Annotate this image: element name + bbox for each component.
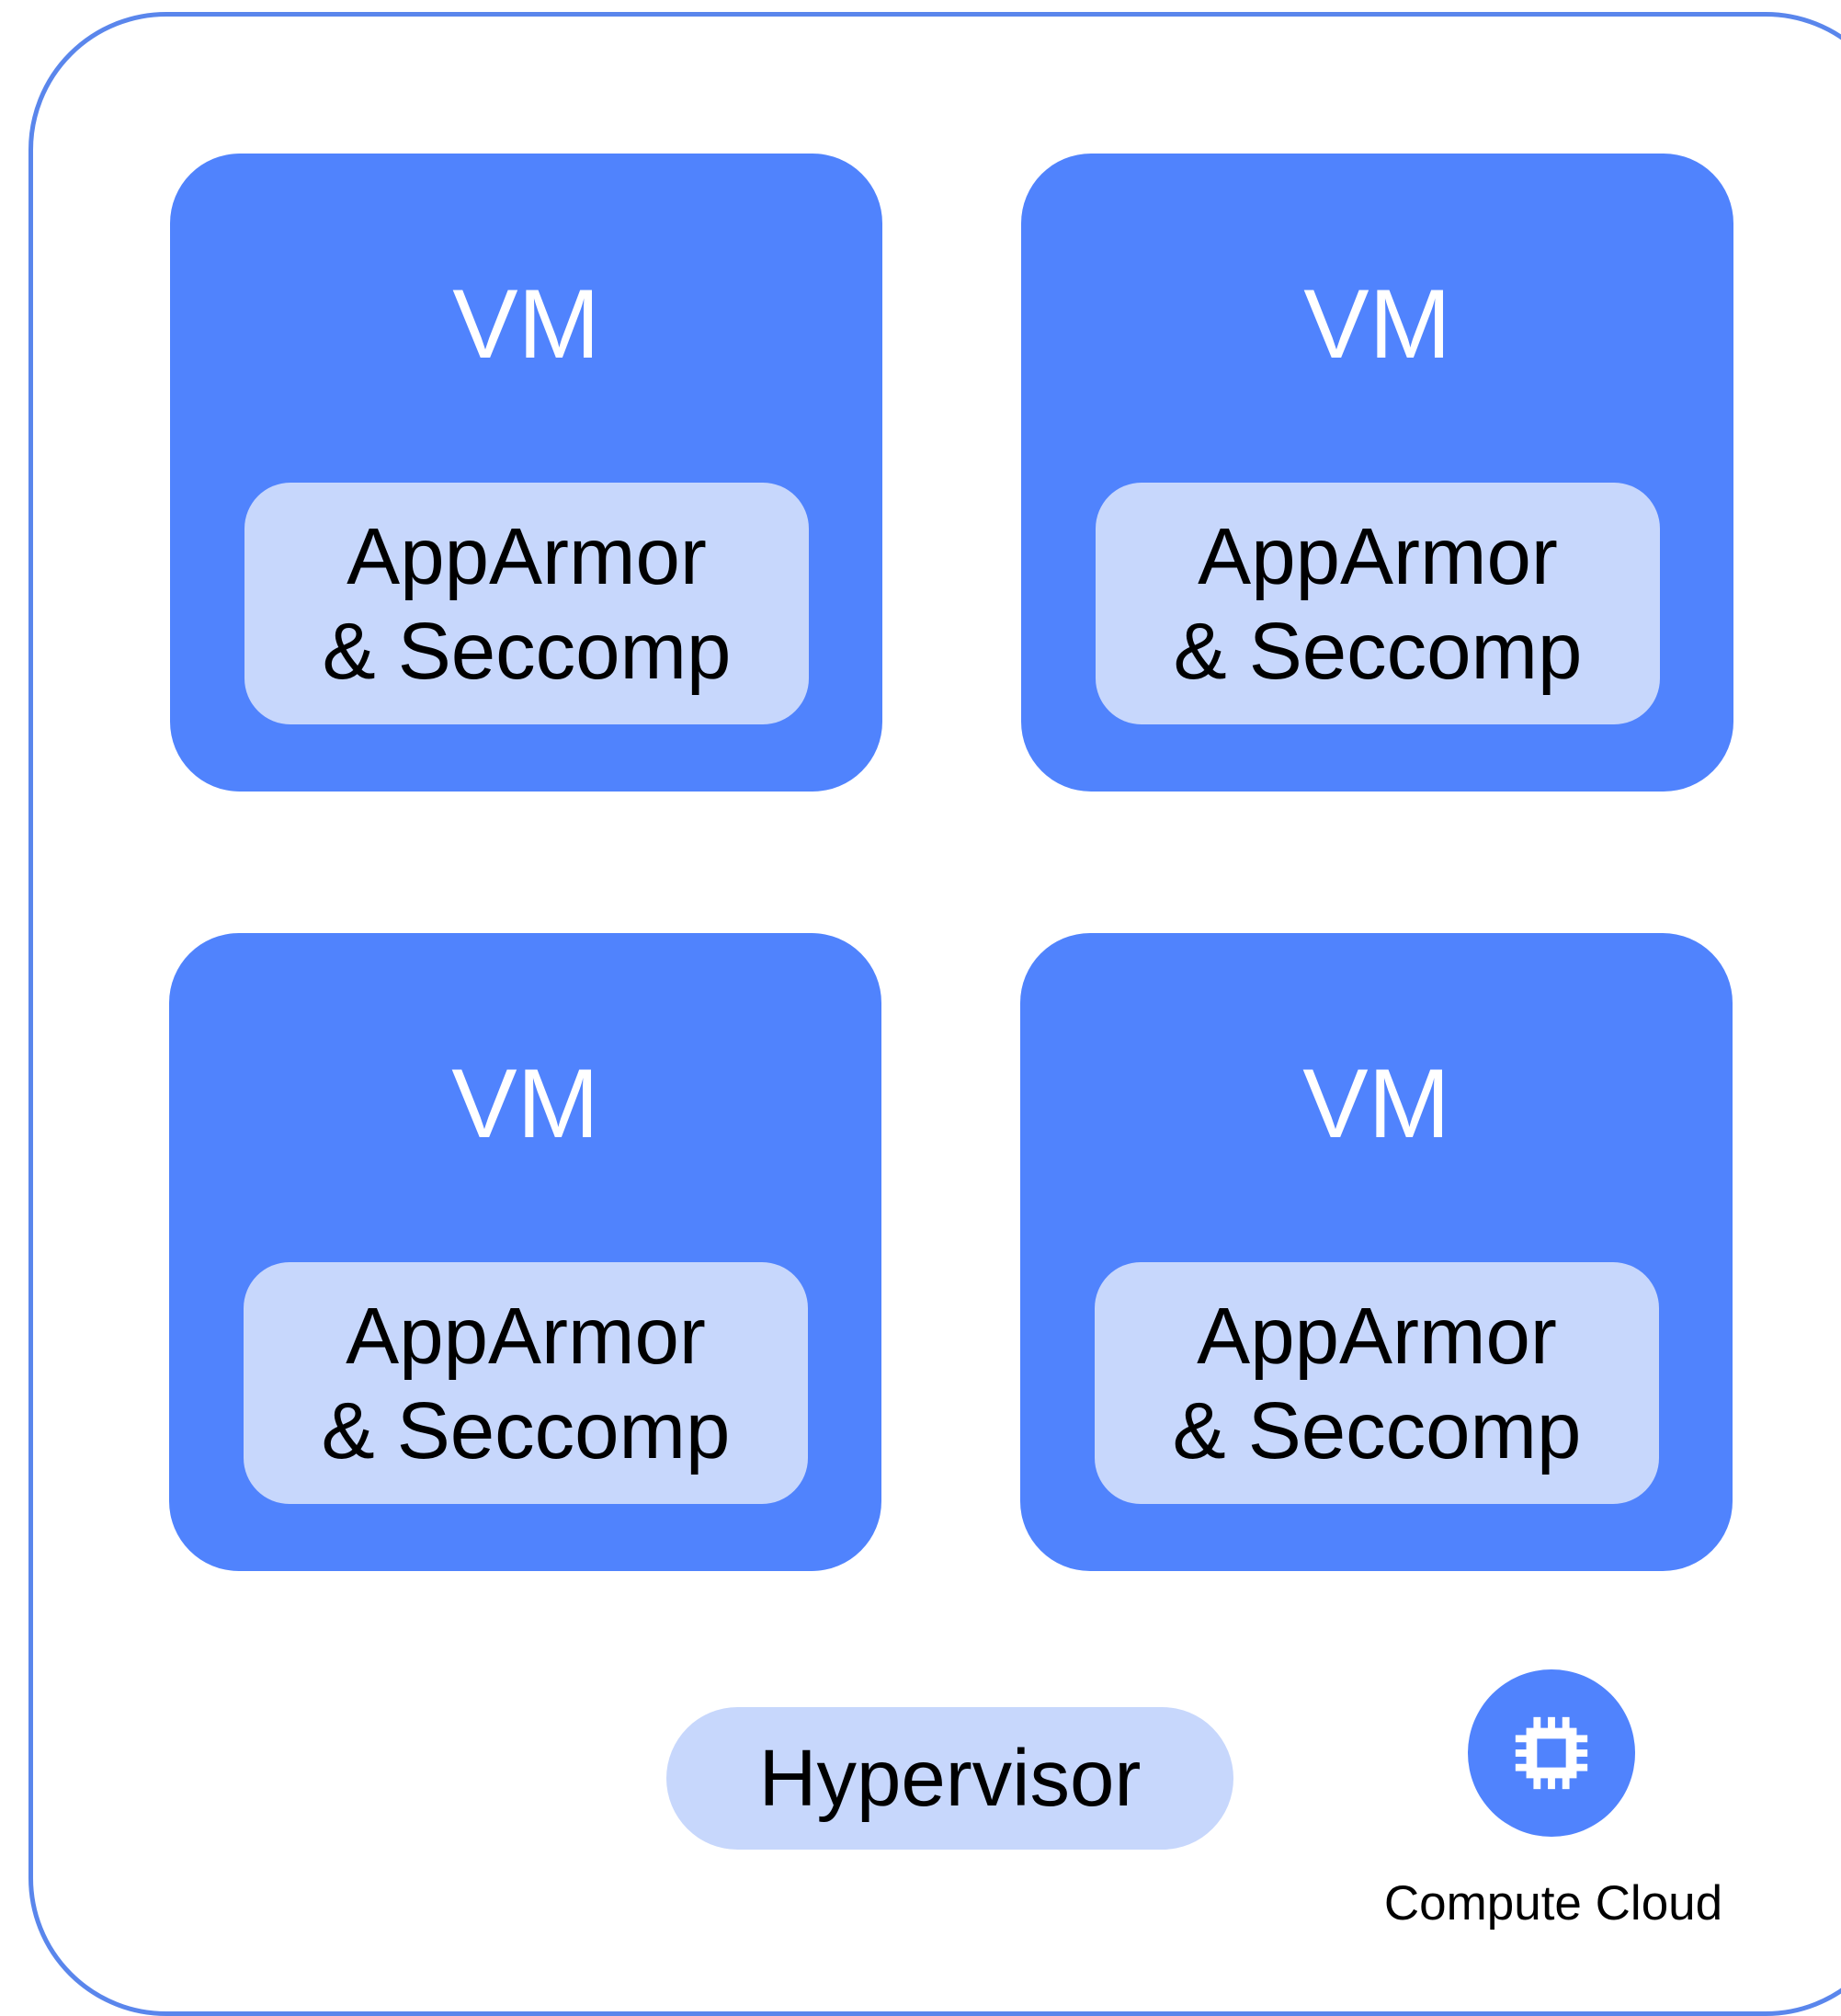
chip-icon [1515, 1716, 1588, 1790]
hypervisor-pill: Hypervisor [666, 1707, 1233, 1850]
compute-cloud-badge [1468, 1669, 1635, 1837]
vm-box-top-left: VM AppArmor & Seccomp [170, 154, 882, 792]
security-label-line2: & Seccomp [1173, 606, 1583, 696]
vm-title: VM [1302, 1048, 1450, 1158]
apparmor-seccomp-box: AppArmor & Seccomp [244, 483, 809, 724]
security-label-line1: AppArmor [346, 1291, 706, 1381]
vm-title: VM [1303, 268, 1451, 379]
vm-title: VM [452, 268, 600, 379]
apparmor-seccomp-box: AppArmor & Seccomp [1095, 1262, 1659, 1504]
vm-box-top-right: VM AppArmor & Seccomp [1021, 154, 1733, 792]
apparmor-seccomp-box: AppArmor & Seccomp [1096, 483, 1660, 724]
compute-cloud-label: Compute Cloud [1383, 1876, 1723, 1931]
security-label-line2: & Seccomp [322, 606, 732, 696]
security-label-line1: AppArmor [1197, 1291, 1557, 1381]
vm-box-bottom-right: VM AppArmor & Seccomp [1020, 933, 1733, 1571]
security-label-line2: & Seccomp [1172, 1385, 1582, 1475]
security-label-line2: & Seccomp [321, 1385, 731, 1475]
security-label-line1: AppArmor [347, 511, 707, 601]
vm-title: VM [451, 1048, 599, 1158]
security-label-line1: AppArmor [1198, 511, 1558, 601]
apparmor-seccomp-box: AppArmor & Seccomp [244, 1262, 808, 1504]
hypervisor-label: Hypervisor [758, 1733, 1142, 1823]
vm-box-bottom-left: VM AppArmor & Seccomp [169, 933, 881, 1571]
